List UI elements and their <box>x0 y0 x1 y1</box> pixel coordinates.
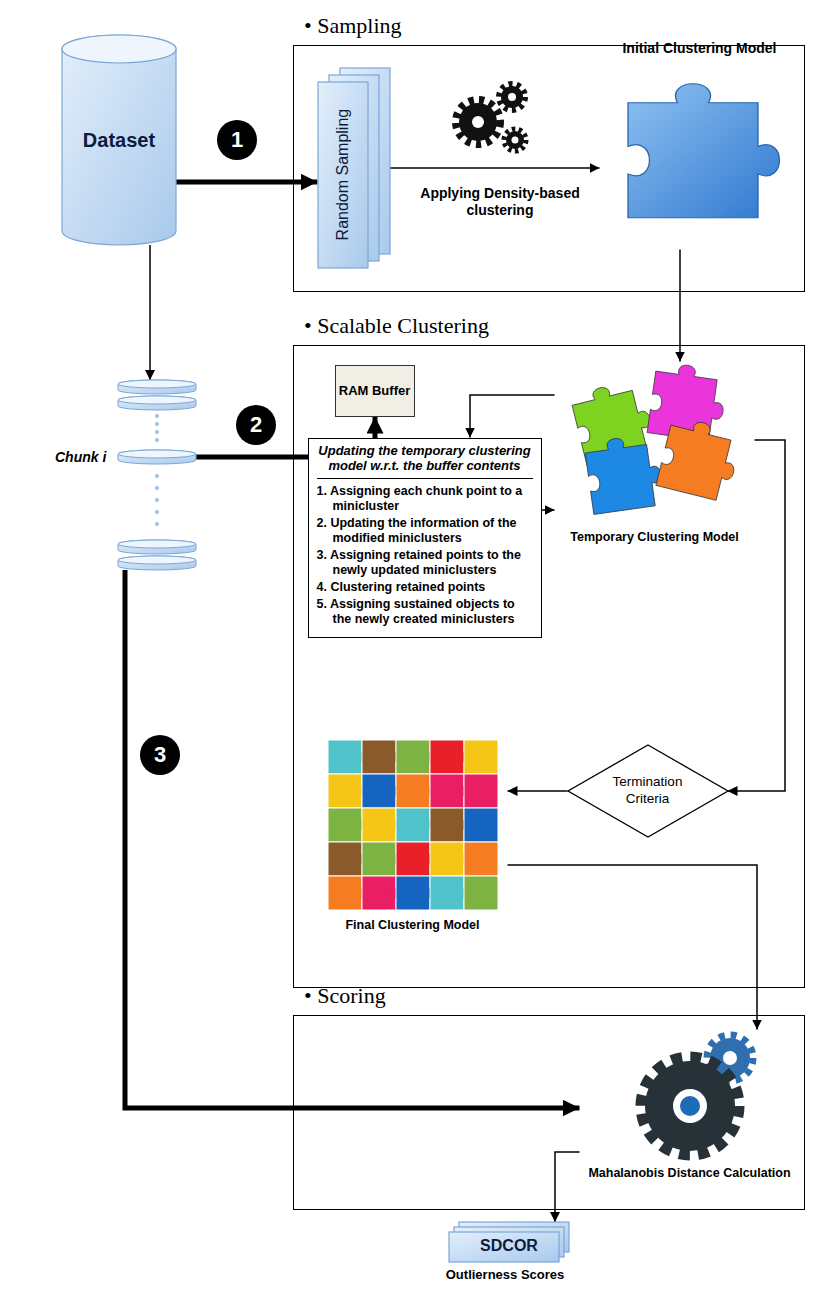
model-puzzle-outline <box>628 83 779 217</box>
model-puzzle: Final Clustering Model <box>318 740 508 940</box>
node-text: Dataset <box>83 128 155 152</box>
model-puzzle-shape <box>318 740 508 940</box>
node-text: Updating the temporary clustering model … <box>317 443 533 479</box>
node-text: • Sampling <box>304 13 402 39</box>
gear <box>456 100 500 144</box>
process-box: Updating the temporary clustering model … <box>308 438 542 638</box>
decision-diamond: Termination Criteria <box>568 745 728 837</box>
decision-diamond-outline <box>568 745 728 837</box>
node-text: Chunk i <box>55 449 106 466</box>
model-puzzle: Temporary Clustering Model <box>555 362 755 562</box>
node-body-text: Outlierness Scores <box>446 1267 565 1283</box>
callout-number: 3 <box>140 735 180 775</box>
flow-arrow <box>374 417 376 438</box>
flow-arrow <box>555 1152 580 1222</box>
flow-arrow <box>508 790 568 792</box>
flow-arrow-thick <box>176 180 318 185</box>
callout-number: 2 <box>236 405 276 445</box>
node-text: Mahalanobis Distance Calculation <box>588 1166 790 1181</box>
flow-arrow <box>542 509 555 511</box>
node-text: • Scalable Clustering <box>304 313 489 339</box>
gear-icon: Mahalanobis Distance Calculation <box>580 1030 800 1198</box>
score-stack-outline <box>449 1222 569 1262</box>
flow-arrow <box>470 395 555 438</box>
node-body-text: 3. Assigning retained points to the newl… <box>317 548 533 578</box>
score-stack: SDCOR Outlierness Scores <box>425 1222 585 1290</box>
callout-number: 1 <box>217 120 257 160</box>
model-puzzle-shape <box>600 40 800 250</box>
node-text: Final Clustering Model <box>345 918 479 933</box>
node-text: Random Sampling <box>333 109 352 241</box>
node-text: Initial Clustering Model <box>622 40 776 57</box>
section-box: • SamplingRandom SamplingInitial Cluster… <box>293 45 805 292</box>
section-box: • Scalable ClusteringRAM BufferTemporary… <box>293 345 805 988</box>
sampling-stack-outline <box>318 68 390 268</box>
model-puzzle-outline <box>328 740 498 910</box>
flow-arrow <box>508 865 758 1030</box>
flow-arrow <box>149 245 151 380</box>
step-label-holder: Applying Density-based clustering <box>405 180 595 224</box>
section-box: • ScoringMahalanobis Distance Calculatio… <box>293 1015 805 1210</box>
model-puzzle-outline <box>569 360 743 513</box>
node-body-text: 4. Clustering retained points <box>317 580 533 595</box>
node-body-text: 2. Updating the information of the modif… <box>317 516 533 546</box>
chunk-stack-outline <box>118 380 196 570</box>
dataset-cylinder: Dataset <box>62 35 176 245</box>
node-text: Termination Criteria <box>600 774 696 806</box>
flow-arrow-thick <box>125 570 580 1108</box>
chunk-stack: Chunk i <box>55 380 196 570</box>
node-text: RAM Buffer <box>339 383 411 399</box>
node-body-text: 5. Assigning sustained objects to the ne… <box>317 597 533 627</box>
node-text: SDCOR <box>480 1236 538 1255</box>
gear <box>499 84 525 110</box>
dataset-cylinder-outline <box>62 35 176 245</box>
step-label: Applying Density-based clustering <box>405 185 595 219</box>
gear <box>504 129 526 151</box>
model-puzzle: Initial Clustering Model <box>600 40 800 250</box>
callout-number-holder: 1 <box>217 120 257 160</box>
flow-arrow <box>390 167 600 169</box>
node-text: Temporary Clustering Model <box>570 530 739 545</box>
buffer-box: RAM Buffer <box>335 365 415 417</box>
sampling-stack-shape <box>318 68 390 268</box>
flow-arrow <box>728 440 786 791</box>
callout-number-holder: 2 <box>236 405 276 445</box>
node-text: • Scoring <box>304 983 386 1009</box>
gear-icon-outline <box>641 1035 753 1155</box>
chunk-stack-shape <box>55 380 196 570</box>
node-body-text: 1. Assigning each chunk point to a minic… <box>317 484 533 514</box>
sampling-stack: Random Sampling <box>318 68 390 268</box>
callout-number-holder: 3 <box>140 735 180 775</box>
